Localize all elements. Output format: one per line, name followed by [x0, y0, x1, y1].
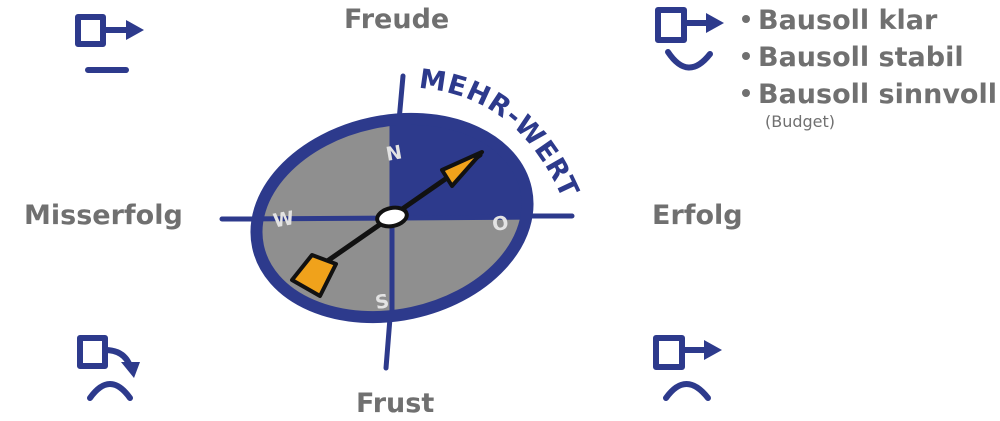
board-arrow-curve-frown-icon [77, 335, 140, 401]
quadrant-label-top: Freude [344, 4, 450, 35]
board-arrow-flat-mouth-icon [75, 14, 144, 73]
compass-needle [290, 150, 484, 298]
bullet-note: (Budget) [765, 112, 836, 131]
bullet-dot-icon [742, 52, 750, 60]
bullet-item: Bausoll sinnvoll [740, 76, 997, 113]
direction-south: S [374, 290, 391, 314]
quadrant-label-left: Misserfolg [24, 200, 183, 231]
bullet-text: Bausoll sinnvoll [758, 79, 997, 110]
direction-north: N [384, 141, 403, 165]
quadrant-label-right: Erfolg [652, 200, 743, 231]
quadrant-label-bottom: Frust [356, 388, 435, 419]
bullet-text: Bausoll stabil [758, 42, 964, 73]
bullet-dot-icon [742, 89, 750, 97]
direction-east: O [491, 212, 511, 236]
bullet-item: Bausoll klar [740, 2, 997, 39]
bullet-list: Bausoll klar Bausoll stabil Bausoll sinn… [740, 2, 997, 113]
bullet-item: Bausoll stabil [740, 39, 997, 76]
board-arrow-frown-icon [653, 335, 722, 401]
bullet-text: Bausoll klar [758, 5, 938, 36]
bullet-dot-icon [742, 15, 750, 23]
board-arrow-smile-icon [655, 7, 724, 71]
direction-west: W [271, 207, 296, 232]
